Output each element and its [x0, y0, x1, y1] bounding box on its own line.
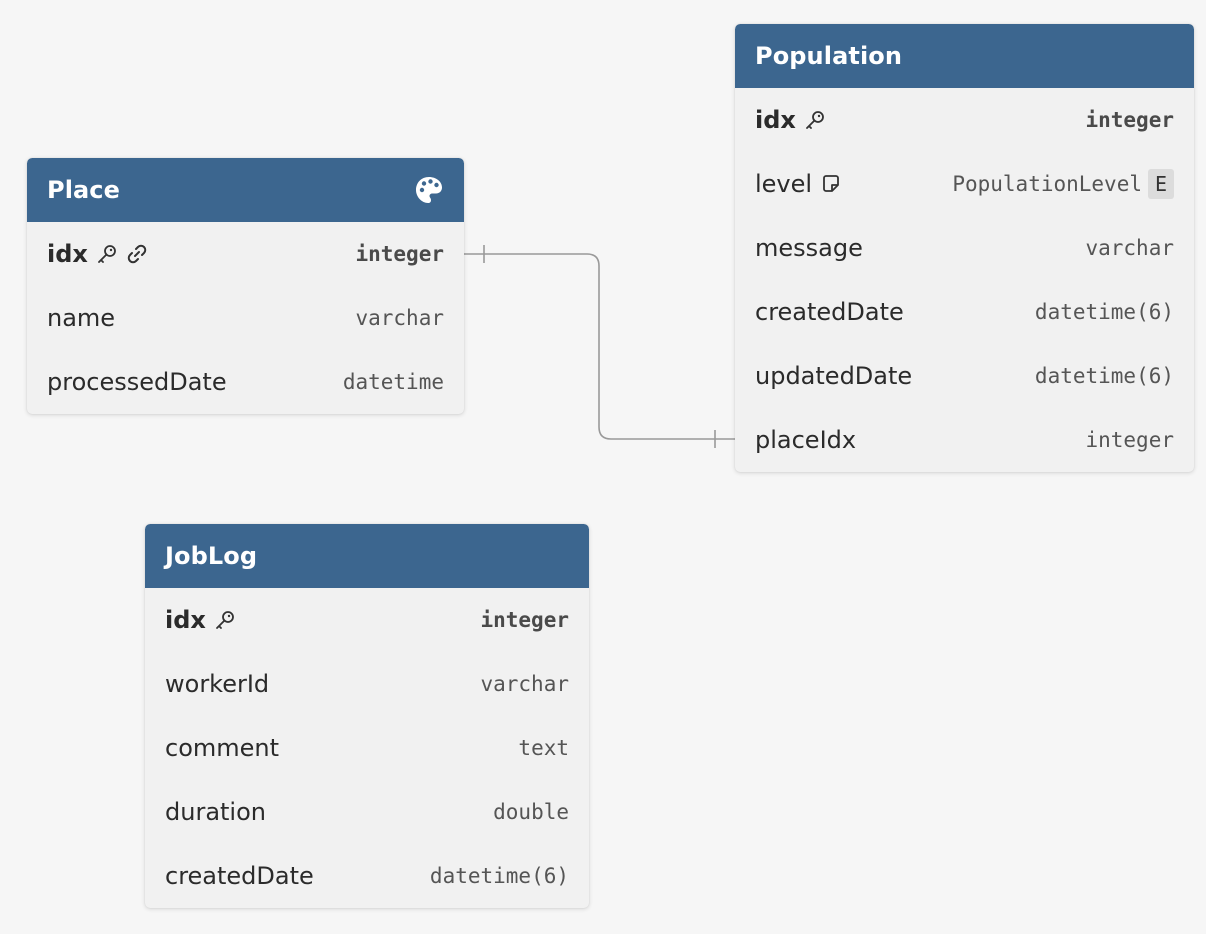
table-population[interactable]: Population idx integer level PopulationL…	[735, 24, 1194, 472]
note-icon	[820, 173, 842, 195]
column-name: createdDate	[165, 862, 314, 890]
column-name: updatedDate	[755, 362, 913, 390]
table-title: JobLog	[165, 542, 258, 570]
link-icon	[126, 243, 148, 265]
column-row[interactable]: placeIdx integer	[735, 408, 1194, 472]
table-header[interactable]: Population	[735, 24, 1194, 88]
column-row[interactable]: updatedDate datetime(6)	[735, 344, 1194, 408]
column-name: idx	[755, 106, 796, 134]
column-name: idx	[165, 606, 206, 634]
column-type: datetime(6)	[1034, 300, 1174, 324]
column-name: name	[47, 304, 116, 332]
column-type: text	[518, 736, 569, 760]
column-row[interactable]: idx integer	[735, 88, 1194, 152]
key-icon	[96, 243, 118, 265]
column-name: comment	[165, 734, 280, 762]
key-icon	[804, 109, 826, 131]
table-title: Population	[755, 42, 903, 70]
column-name: workerId	[165, 670, 270, 698]
column-type: double	[493, 800, 569, 824]
table-title: Place	[47, 176, 121, 204]
table-joblog[interactable]: JobLog idx integer workerId varchar comm…	[145, 524, 589, 908]
column-row[interactable]: duration double	[145, 780, 589, 844]
column-row[interactable]: message varchar	[735, 216, 1194, 280]
column-row[interactable]: idx integer	[145, 588, 589, 652]
column-type: datetime(6)	[1034, 364, 1174, 388]
column-type: varchar	[1085, 236, 1174, 260]
column-name: duration	[165, 798, 266, 826]
column-name: createdDate	[755, 298, 904, 326]
table-place[interactable]: Place idx integer	[27, 158, 464, 414]
column-row[interactable]: level PopulationLevel E	[735, 152, 1194, 216]
column-row[interactable]: createdDate datetime(6)	[145, 844, 589, 908]
column-type: datetime(6)	[429, 864, 569, 888]
column-row[interactable]: comment text	[145, 716, 589, 780]
column-name: placeIdx	[755, 426, 857, 454]
column-name: idx	[47, 240, 88, 268]
column-type: integer	[1085, 428, 1174, 452]
column-row[interactable]: processedDate datetime	[27, 350, 464, 414]
column-name: level	[755, 170, 813, 198]
column-row[interactable]: workerId varchar	[145, 652, 589, 716]
column-row[interactable]: idx integer	[27, 222, 464, 286]
table-header[interactable]: Place	[27, 158, 464, 222]
relationship-place-population[interactable]	[464, 253, 735, 440]
column-type: integer	[1085, 108, 1174, 132]
column-name: processedDate	[47, 368, 227, 396]
enum-badge[interactable]: E	[1148, 169, 1174, 199]
column-type: integer	[355, 242, 444, 266]
table-header[interactable]: JobLog	[145, 524, 589, 588]
column-row[interactable]: createdDate datetime(6)	[735, 280, 1194, 344]
column-type: PopulationLevel	[952, 172, 1142, 196]
column-name: message	[755, 234, 863, 262]
key-icon	[214, 609, 236, 631]
column-type: datetime	[342, 370, 444, 394]
column-row[interactable]: name varchar	[27, 286, 464, 350]
column-type: integer	[480, 608, 569, 632]
palette-icon[interactable]	[414, 175, 444, 205]
column-type: varchar	[480, 672, 569, 696]
column-type: varchar	[355, 306, 444, 330]
